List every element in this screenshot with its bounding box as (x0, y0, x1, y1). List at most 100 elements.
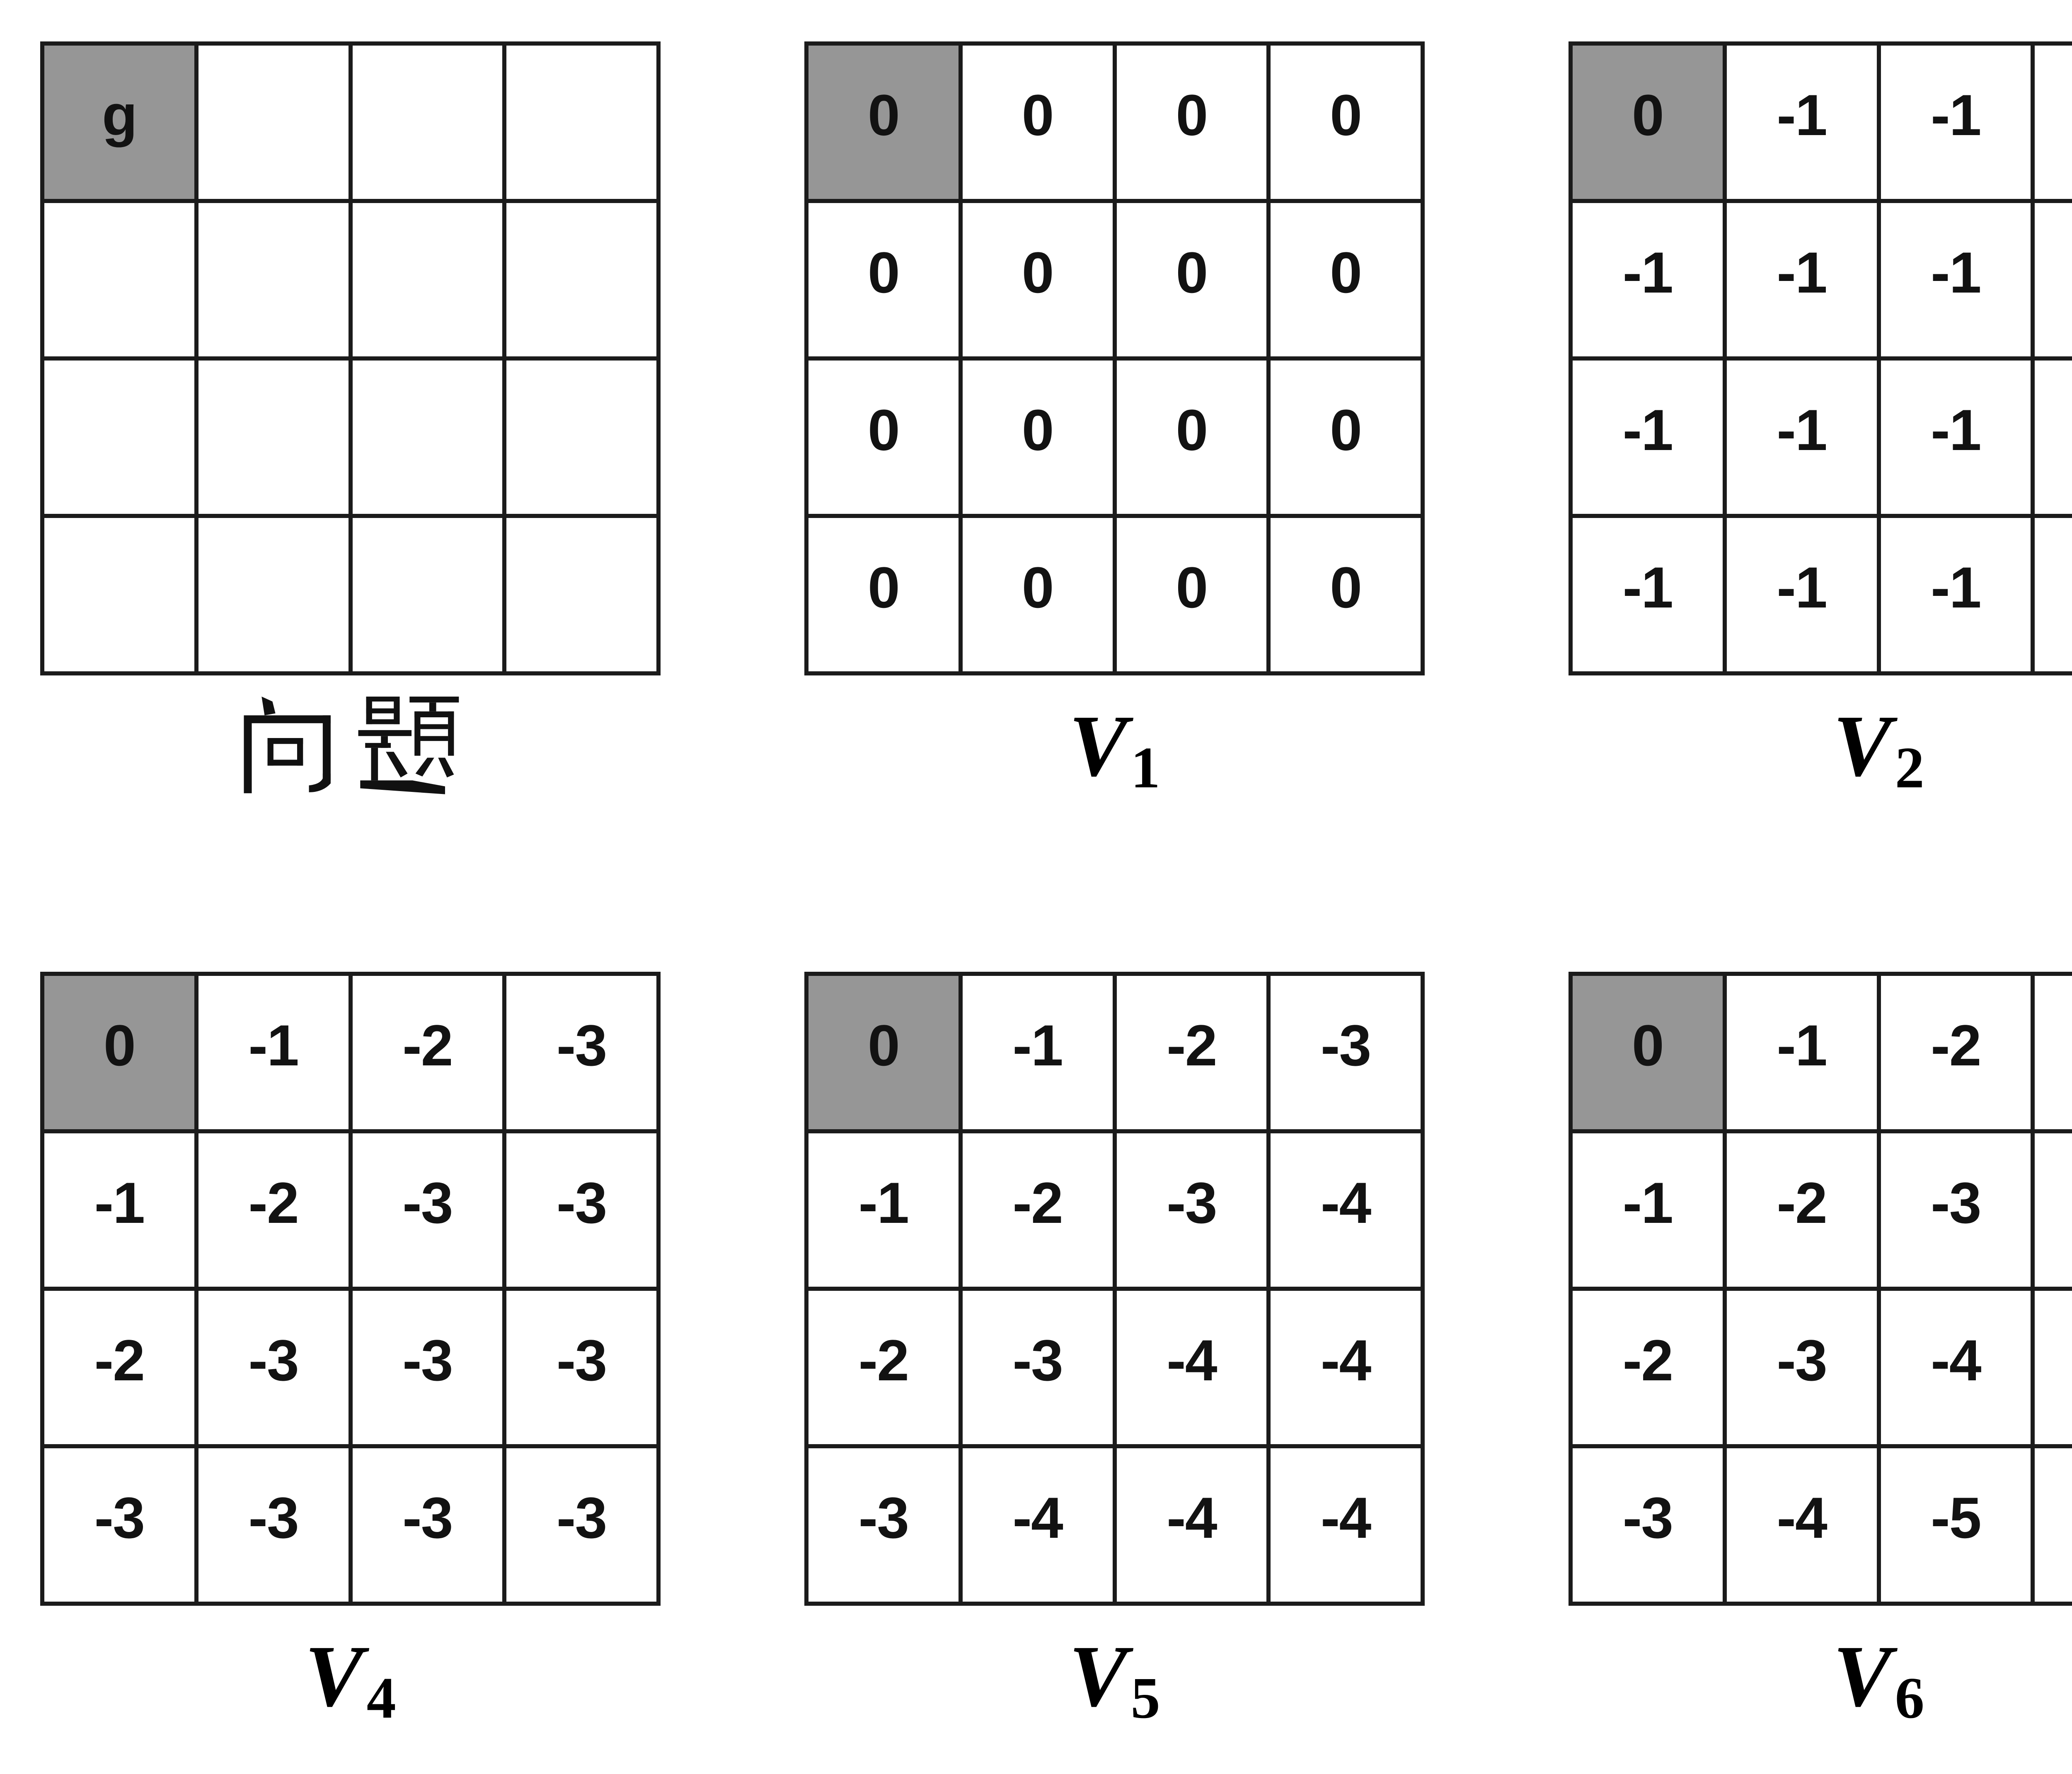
grid-cell: 0 (1116, 361, 1267, 514)
grid-cell: 0 (808, 361, 959, 514)
grid-cell: 0 (1116, 203, 1267, 356)
grid-cell: -1 (44, 1133, 194, 1287)
grid-cell (44, 518, 194, 671)
v-label-main: V (1069, 697, 1128, 794)
v-label-subscript: 6 (1895, 1665, 1924, 1730)
v-label-subscript: 4 (366, 1665, 396, 1730)
v-label-main: V (1069, 1627, 1128, 1725)
grid-cell: -1 (1881, 518, 2031, 671)
grid-cell: -2 (962, 1133, 1113, 1287)
grid-cell: -3 (1573, 1448, 1723, 1602)
v1-label: V 1 (804, 688, 1425, 804)
grid-block-v2: 0-1-1-1-1-1-1-1-1-1-1-1-1-1-1-1 V 2 (1569, 41, 2072, 804)
v-label-subscript: 2 (1895, 735, 1924, 800)
grid-cell: 0 (1271, 46, 1421, 199)
grid-cell (506, 46, 656, 199)
grid-cell: 0 (808, 203, 959, 356)
goal-cell: 0 (1573, 46, 1723, 199)
v4-label: V 4 (40, 1618, 661, 1734)
grid-cell: -2 (1116, 976, 1267, 1129)
grid-cell (352, 46, 503, 199)
grid-cell: -4 (962, 1448, 1113, 1602)
grid-cell: -2 (352, 976, 503, 1129)
grid-cell: -1 (1573, 361, 1723, 514)
grid-cell: 0 (1116, 518, 1267, 671)
grid-cell: -2 (1726, 1133, 1877, 1287)
grid-block-problem: g (40, 41, 661, 804)
v-label-main: V (1833, 697, 1892, 794)
grid-cell: -5 (1881, 1448, 2031, 1602)
v-label-subscript: 1 (1130, 735, 1160, 800)
grid-cell: -1 (808, 1133, 959, 1287)
grid-cell: -4 (1116, 1291, 1267, 1444)
grid-cell: -3 (198, 1448, 349, 1602)
grid-cell: 0 (1271, 518, 1421, 671)
grid-cell: -4 (1116, 1448, 1267, 1602)
grid-cell: -3 (352, 1133, 503, 1287)
grid-block-v6: 0-1-2-3-1-2-3-4-2-3-4-5-3-4-5-5 V 6 (1569, 972, 2072, 1734)
grid-cell (44, 361, 194, 514)
grid-cell: -4 (1881, 1291, 2031, 1444)
grid-cell: -3 (1726, 1291, 1877, 1444)
value-grid-v2: 0-1-1-1-1-1-1-1-1-1-1-1-1-1-1-1 (1569, 41, 2072, 675)
grid-cell: -4 (1271, 1133, 1421, 1287)
grid-cell (198, 361, 349, 514)
grid-cell: -3 (506, 976, 656, 1129)
grid-cell: -1 (1726, 976, 1877, 1129)
grid-cell: -3 (352, 1448, 503, 1602)
grid-cell: -1 (1573, 203, 1723, 356)
grid-cell: -5 (2035, 1448, 2072, 1602)
grid-cell: -5 (2035, 1291, 2072, 1444)
grid-cell: -1 (198, 976, 349, 1129)
grid-cell (352, 203, 503, 356)
grid-cell: -1 (1726, 203, 1877, 356)
v5-label: V 5 (804, 1618, 1425, 1734)
v-label-main: V (305, 1627, 363, 1725)
grid-cell: -1 (1726, 518, 1877, 671)
grid-cell (352, 518, 503, 671)
grid-cell (506, 518, 656, 671)
grid-cell: -3 (44, 1448, 194, 1602)
grid-cell: 0 (962, 361, 1113, 514)
grid-cell: -3 (1881, 1133, 2031, 1287)
grid-cell: -3 (1271, 976, 1421, 1129)
grid-cell (506, 203, 656, 356)
problem-grid-label (40, 688, 661, 804)
grid-cell: -3 (506, 1448, 656, 1602)
grid-cell (198, 203, 349, 356)
grid-cell: 0 (1116, 46, 1267, 199)
grid-cell: -2 (1881, 976, 2031, 1129)
grid-cell: -2 (198, 1133, 349, 1287)
grid-cell: -1 (1881, 361, 2031, 514)
problem-grid: g (40, 41, 661, 675)
goal-cell: 0 (1573, 976, 1723, 1129)
grid-cell (506, 361, 656, 514)
grid-cell: -4 (1271, 1448, 1421, 1602)
grid-cell (44, 203, 194, 356)
grid-cell: -2 (44, 1291, 194, 1444)
value-grid-v5: 0-1-2-3-1-2-3-4-2-3-4-4-3-4-4-4 (804, 972, 1425, 1606)
v2-label: V 2 (1569, 688, 2072, 804)
grid-cell: -1 (2035, 361, 2072, 514)
grid-cell: -3 (506, 1291, 656, 1444)
grid-cell: -3 (2035, 976, 2072, 1129)
v6-label: V 6 (1569, 1618, 2072, 1734)
grid-cell: -1 (2035, 518, 2072, 671)
goal-cell: 0 (808, 976, 959, 1129)
grid-cell: -1 (962, 976, 1113, 1129)
grid-cell: -1 (1881, 46, 2031, 199)
grid-cell: -1 (2035, 203, 2072, 356)
grid-block-v5: 0-1-2-3-1-2-3-4-2-3-4-4-3-4-4-4 V 5 (804, 972, 1425, 1734)
grid-block-v4: 0-1-2-3-1-2-3-3-2-3-3-3-3-3-3-3 V 4 (40, 972, 661, 1734)
grid-cell: -3 (808, 1448, 959, 1602)
value-grid-v6: 0-1-2-3-1-2-3-4-2-3-4-5-3-4-5-5 (1569, 972, 2072, 1606)
grid-cell: 0 (962, 518, 1113, 671)
v-label-main: V (1833, 1627, 1892, 1725)
grid-cell: -3 (198, 1291, 349, 1444)
grid-cell: -4 (1271, 1291, 1421, 1444)
grid-cell: -3 (1116, 1133, 1267, 1287)
goal-cell: 0 (44, 976, 194, 1129)
grid-cell: -4 (2035, 1133, 2072, 1287)
